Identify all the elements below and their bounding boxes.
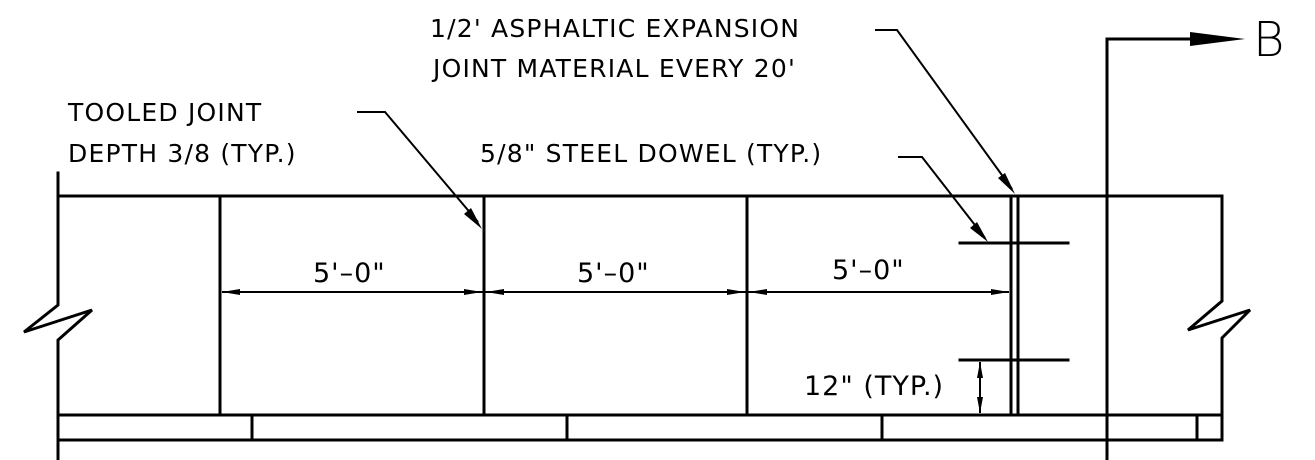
tooled-joints <box>218 194 749 417</box>
expansion-joint-leader-arrow <box>998 173 1015 194</box>
dimension-panel-1: 5'–0" <box>313 258 386 289</box>
dim-arrow-2-right <box>727 289 745 295</box>
expansion-joint-note-line1: 1/2' ASPHALTIC EXPANSION <box>430 14 800 43</box>
dim-arrow-2-left <box>486 289 504 295</box>
expansion-joint <box>1009 194 1020 417</box>
section-cut-arrow <box>1190 32 1245 46</box>
dim-arrow-3-right <box>991 289 1009 295</box>
dowel-spacing-dimension: 12" (TYP.) <box>804 362 983 413</box>
notes: 1/2' ASPHALTIC EXPANSION JOINT MATERIAL … <box>67 14 822 168</box>
slab-outline <box>23 171 1252 460</box>
tooled-joint-note-line2: DEPTH 3/8 (TYP.) <box>68 139 297 168</box>
dim-arrow-1-left <box>222 289 240 295</box>
dowel-spacing-arrow-bottom <box>977 397 983 413</box>
dimension-panel-2: 5'–0" <box>577 258 650 289</box>
steel-dowel-leader <box>898 156 986 239</box>
leaders <box>357 29 1015 242</box>
tooled-joint-leader-arrow <box>464 208 482 229</box>
section-cut-b: B <box>1105 12 1284 460</box>
tooled-joint-leader <box>357 111 479 223</box>
dimension-panel-3: 5'–0" <box>832 255 905 286</box>
curb-strip <box>56 413 1224 442</box>
expansion-joint-leader <box>875 29 1013 190</box>
tooled-joint-note-line1: TOOLED JOINT <box>67 98 262 127</box>
panel-dimensions: 5'–0" 5'–0" 5'–0" <box>222 255 1009 295</box>
steel-dowel-leader-arrow <box>970 222 988 242</box>
dim-arrow-3-left <box>749 289 767 295</box>
dim-arrow-1-right <box>464 289 482 295</box>
steel-dowels <box>958 241 1070 362</box>
left-break-line <box>23 171 93 417</box>
dowel-spacing-label: 12" (TYP.) <box>804 371 944 402</box>
right-break-line <box>1187 194 1252 417</box>
steel-dowel-note: 5/8" STEEL DOWEL (TYP.) <box>480 139 822 168</box>
expansion-joint-note-line2: JOINT MATERIAL EVERY 20' <box>431 54 796 83</box>
dowel-spacing-arrow-top <box>977 362 983 378</box>
section-marker-label: B <box>1253 12 1284 68</box>
